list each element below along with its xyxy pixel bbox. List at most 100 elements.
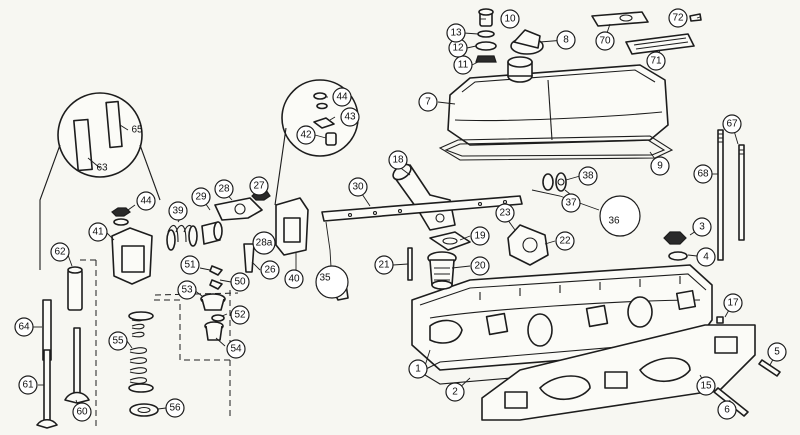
callout-38: 38 (578, 166, 598, 186)
oil-filler-cap (510, 29, 544, 55)
svg-text:67: 67 (726, 119, 738, 130)
svg-text:28: 28 (218, 184, 230, 195)
callout-65: 65 (131, 125, 143, 136)
svg-text:42: 42 (300, 130, 312, 141)
callout-9: 9 (650, 156, 670, 176)
inlet-valve (36, 349, 58, 429)
spring-seat (129, 403, 159, 417)
callout-70: 70 (595, 31, 615, 51)
callout-29: 29 (191, 187, 211, 207)
callout-30: 30 (348, 177, 368, 197)
svg-text:1: 1 (415, 364, 421, 375)
rocker-cover (447, 56, 669, 146)
callout-1: 1 (408, 359, 428, 379)
callout-22: 22 (555, 231, 575, 251)
svg-text:18: 18 (392, 155, 404, 166)
svg-text:15: 15 (700, 381, 712, 392)
blanking-plate (507, 224, 549, 266)
svg-text:2: 2 (452, 387, 458, 398)
svg-text:5: 5 (774, 347, 780, 358)
callout-44-block: 44 (136, 191, 156, 211)
svg-text:20: 20 (474, 261, 486, 272)
valve-springs (128, 311, 154, 393)
callout-28: 28 (214, 179, 234, 199)
svg-text:56: 56 (169, 403, 181, 414)
callout-12: 12 (448, 38, 468, 58)
svg-text:3: 3 (699, 222, 705, 233)
svg-text:12: 12 (452, 43, 464, 54)
callout-64: 64 (14, 317, 34, 337)
svg-text:30: 30 (352, 182, 364, 193)
callout-2: 2 (445, 382, 465, 402)
callout-40: 40 (284, 269, 304, 289)
svg-text:39: 39 (172, 206, 184, 217)
callout-8: 8 (556, 30, 576, 50)
tappets (42, 266, 83, 361)
svg-text:26: 26 (264, 265, 276, 276)
spring-cap (200, 293, 226, 311)
svg-text:68: 68 (697, 169, 709, 180)
svg-text:4: 4 (703, 252, 709, 263)
svg-text:70: 70 (599, 36, 611, 47)
callout-60: 60 (72, 402, 92, 422)
oil-seal (211, 314, 225, 322)
svg-text:23: 23 (499, 208, 511, 219)
callout-37: 37 (561, 193, 581, 213)
callout-21: 21 (374, 255, 394, 275)
valve-guide-shroud (204, 321, 224, 341)
svg-text:71: 71 (650, 56, 662, 67)
callout-15: 15 (696, 376, 716, 396)
svg-text:72: 72 (672, 13, 684, 24)
callout-43: 43 (340, 107, 360, 127)
svg-text:11: 11 (458, 60, 469, 71)
svg-text:27: 27 (253, 181, 265, 192)
svg-text:9: 9 (657, 161, 663, 172)
callout-23: 23 (495, 203, 515, 223)
badge-plates (591, 11, 702, 55)
svg-text:17: 17 (727, 298, 739, 309)
callout-71: 71 (646, 51, 666, 71)
thermostat-gasket (429, 231, 471, 251)
svg-text:53: 53 (181, 285, 193, 296)
callout-53: 53 (177, 280, 197, 300)
assembly-guide-lines (80, 259, 239, 430)
callout-6: 6 (717, 400, 737, 420)
callout-18: 18 (388, 150, 408, 170)
callout-52: 52 (230, 305, 250, 325)
rocker-bush (201, 221, 223, 245)
cylinder-head-studs (717, 129, 745, 261)
callout-56: 56 (165, 398, 185, 418)
callout-27: 27 (249, 176, 269, 196)
callout-5: 5 (767, 342, 787, 362)
svg-text:37: 37 (565, 198, 577, 209)
svg-text:43: 43 (344, 112, 356, 123)
svg-text:60: 60 (76, 407, 88, 418)
callout-10: 10 (500, 9, 520, 29)
callout-41: 41 (88, 222, 108, 242)
thermostat (427, 251, 457, 290)
svg-text:28a: 28a (256, 238, 273, 249)
rocker-spring (166, 224, 198, 251)
svg-text:8: 8 (563, 35, 569, 46)
manifold-gasket (481, 324, 756, 421)
svg-text:54: 54 (230, 344, 242, 355)
callout-54: 54 (226, 339, 246, 359)
callout-55: 55 (108, 331, 128, 351)
callout-17: 17 (723, 293, 743, 313)
svg-text:50: 50 (234, 277, 246, 288)
svg-text:38: 38 (582, 171, 594, 182)
svg-text:22: 22 (559, 236, 571, 247)
callout-19: 19 (470, 226, 490, 246)
tappet-block (111, 207, 153, 285)
exhaust-valve (64, 327, 90, 404)
callout-51: 51 (180, 255, 200, 275)
rocker-cover-gasket (438, 135, 674, 161)
rocker-pedestal (275, 197, 309, 256)
callout-35: 35 (315, 265, 349, 299)
callout-28a: 28a (252, 231, 276, 255)
callout-42: 42 (296, 125, 316, 145)
callout-4: 4 (696, 247, 716, 267)
svg-text:19: 19 (474, 231, 486, 242)
